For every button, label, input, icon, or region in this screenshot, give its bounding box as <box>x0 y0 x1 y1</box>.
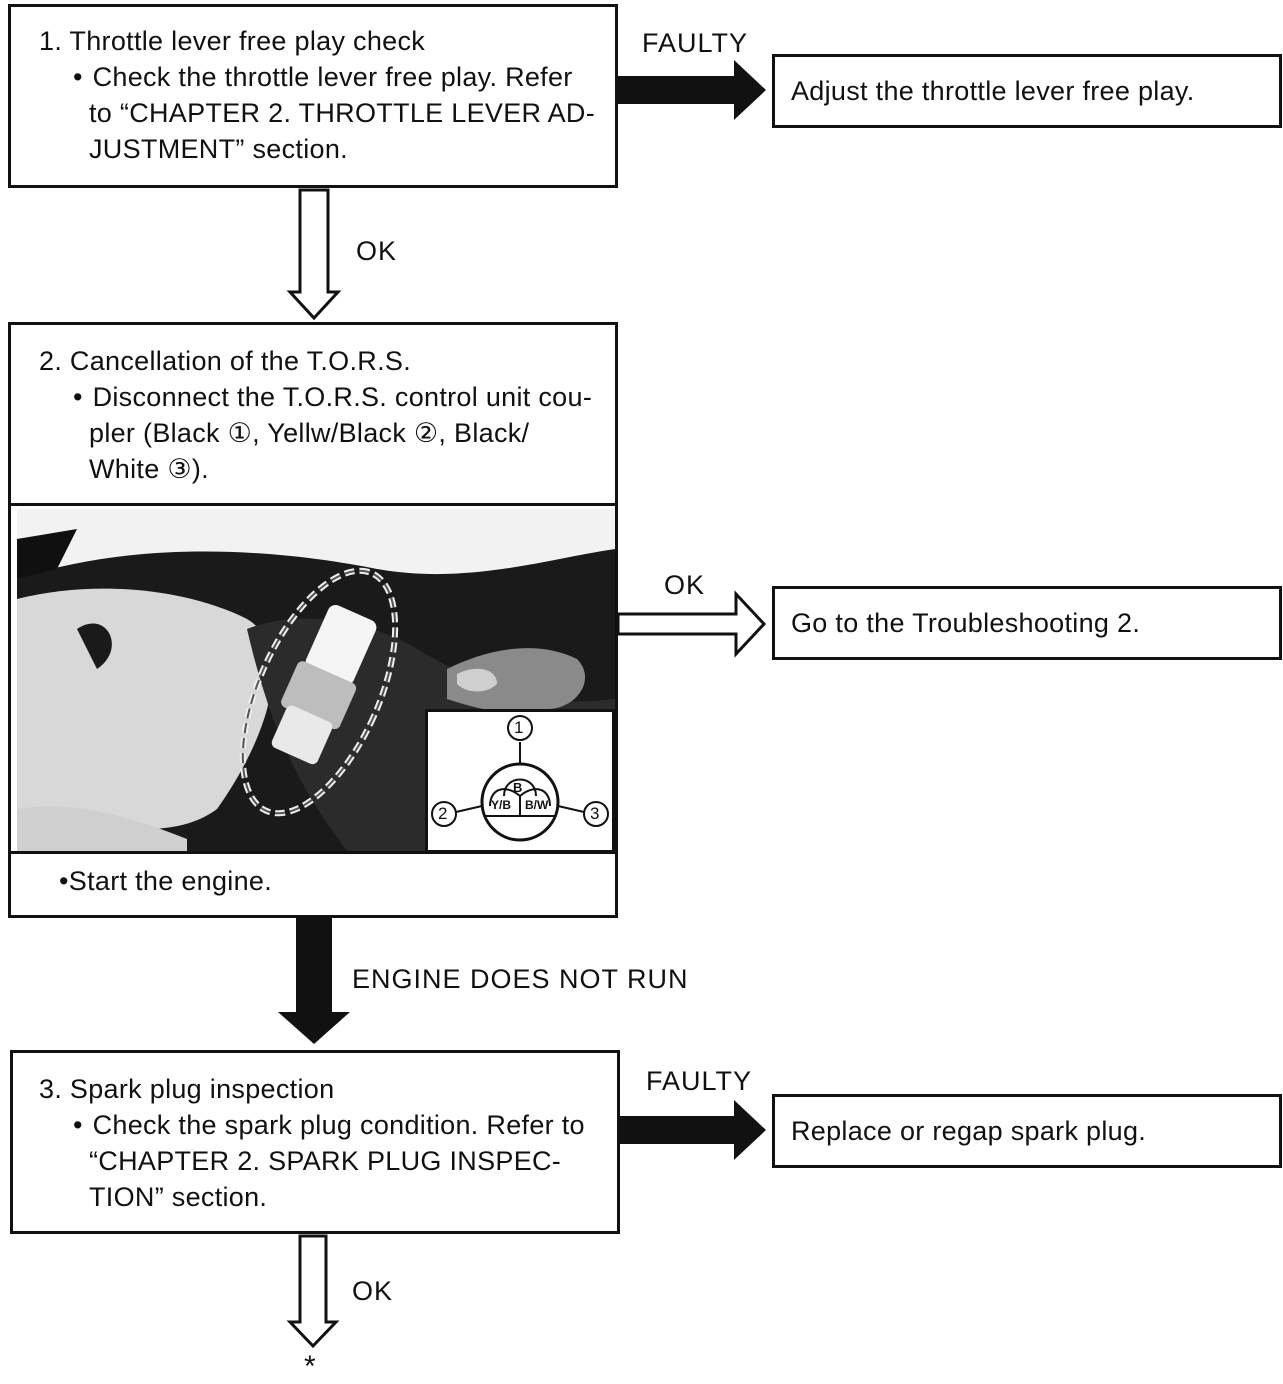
arrow-step1-faulty <box>618 60 766 120</box>
step-3-line-2: “CHAPTER 2. SPARK PLUG INSPEC- <box>89 1146 562 1176</box>
step-1-title: 1. Throttle lever free play check <box>39 26 426 56</box>
label-faulty-1: FAULTY <box>642 28 749 58</box>
step-2-after-photo: •Start the engine. <box>59 863 272 899</box>
start-engine-bullet: • <box>59 866 69 896</box>
result-adjust-free-play: Adjust the throttle lever free play. <box>772 54 1282 128</box>
step-1-line-2: to “CHAPTER 2. THROTTLE LEVER AD- <box>89 98 596 128</box>
arrow-step2-ok <box>616 590 767 658</box>
arrow-engine-not-run <box>278 918 350 1044</box>
step-2-line-1: Disconnect the T.O.R.S. control unit cou… <box>92 382 593 412</box>
step-3-line-1: Check the spark plug condition. Refer to <box>92 1110 585 1140</box>
step-3-box: 3. Spark plug inspection Check the spark… <box>10 1050 620 1234</box>
step-2-title: 2. Cancellation of the T.O.R.S. <box>39 346 411 376</box>
step-2-divider-top <box>11 503 615 506</box>
label-faulty-3: FAULTY <box>646 1066 753 1096</box>
wire-code-b: B <box>513 780 523 795</box>
step-1-line-3: JUSTMENT” section. <box>89 134 348 164</box>
start-engine-text: Start the engine. <box>68 866 273 896</box>
result-adjust-free-play-text: Adjust the throttle lever free play. <box>791 75 1195 106</box>
label-ok-3: OK <box>352 1276 394 1306</box>
wire-code-bw: B/W <box>525 798 549 812</box>
label-ok-1: OK <box>356 236 398 266</box>
wire-code-yb: Y/B <box>491 798 512 812</box>
pin-3-number: 3 <box>590 804 600 823</box>
step-2-content: 2. Cancellation of the T.O.R.S. Disconne… <box>39 343 609 487</box>
result-go-to-troubleshooting-2: Go to the Troubleshooting 2. <box>772 586 1282 660</box>
step-2-box: 2. Cancellation of the T.O.R.S. Disconne… <box>8 322 618 918</box>
arrow-step3-faulty <box>620 1100 766 1160</box>
step-1-box: 1. Throttle lever free play check Check … <box>8 4 618 188</box>
step-3-title: 3. Spark plug inspection <box>39 1074 335 1104</box>
result-replace-spark-plug: Replace or regap spark plug. <box>772 1094 1282 1168</box>
step-2-line-2: pler (Black ①, Yellw/Black ②, Black/ <box>89 418 530 448</box>
label-ok-2: OK <box>664 570 706 600</box>
result-go-to-troubleshooting-2-text: Go to the Troubleshooting 2. <box>791 607 1141 638</box>
pin-2-number: 2 <box>438 804 448 823</box>
arrow-step1-ok <box>286 188 342 321</box>
step-1-line-1: Check the throttle lever free play. Refe… <box>92 62 573 92</box>
step-3-content: 3. Spark plug inspection Check the spark… <box>39 1071 609 1215</box>
step-1-content: 1. Throttle lever free play check Check … <box>39 23 609 167</box>
continue-marker: * <box>304 1350 317 1383</box>
connector-pin-diagram: ① 1 2 3 B Y/B B/W <box>425 709 615 853</box>
step-3-bullet: Check the spark plug condition. Refer to <box>39 1107 609 1143</box>
pin-1-number: 1 <box>514 718 524 737</box>
step-1-bullet: Check the throttle lever free play. Refe… <box>39 59 609 95</box>
step-2-divider-bottom <box>11 851 615 854</box>
step-2-bullet: Disconnect the T.O.R.S. control unit cou… <box>39 379 609 415</box>
result-replace-spark-plug-text: Replace or regap spark plug. <box>791 1115 1147 1146</box>
label-engine-does-not-run: ENGINE DOES NOT RUN <box>352 964 689 994</box>
step-3-line-3: TION” section. <box>89 1182 268 1212</box>
arrow-step3-ok <box>286 1234 340 1349</box>
step-2-line-3: White ③). <box>89 454 209 484</box>
